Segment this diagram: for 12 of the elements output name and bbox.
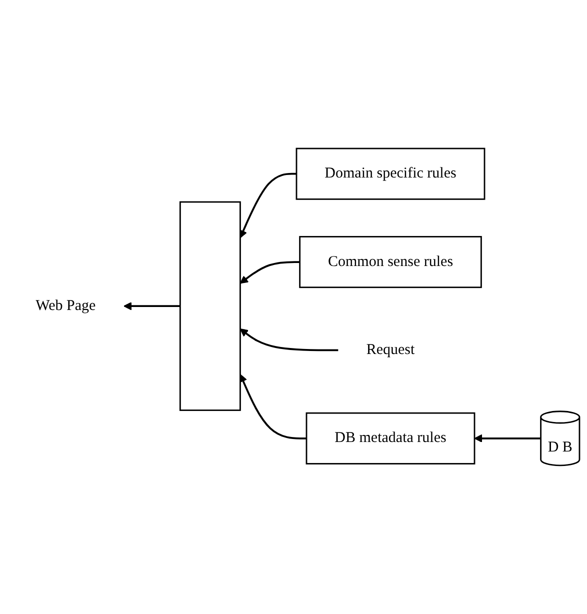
node-text: Request (366, 342, 415, 358)
arrow (474, 434, 541, 443)
arrow (124, 302, 180, 310)
node-box: Domain specific rules (296, 148, 486, 200)
node-box: Common sense rules (299, 236, 482, 288)
node-text: Web Page (36, 298, 96, 314)
arrow (239, 172, 296, 238)
node-box (179, 201, 241, 411)
arrow (239, 374, 306, 440)
arrow (240, 328, 338, 352)
arrow (240, 261, 300, 284)
node-box: DB metadata rules (306, 412, 476, 464)
